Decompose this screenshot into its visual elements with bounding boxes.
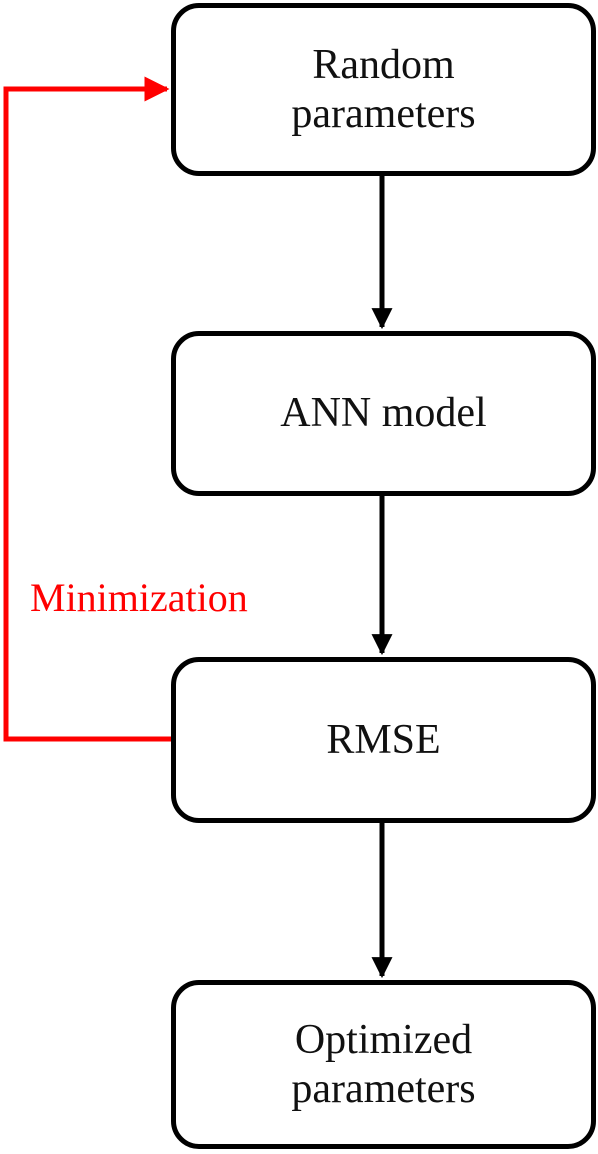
ann-model-box: ANN model [171, 331, 596, 496]
random-parameters-line-1: Random [312, 42, 455, 89]
minimization-feedback-loop [3, 76, 171, 742]
optimized-parameters-line-2: parameters [291, 1065, 476, 1112]
ann-model-label: ANN model [280, 390, 487, 437]
rmse-label: RMSE [326, 716, 441, 763]
minimization-label: Minimization [30, 575, 248, 620]
random-parameters-line-2: parameters [291, 90, 476, 137]
optimized-parameters-box: Optimized parameters [171, 980, 596, 1149]
rmse-box: RMSE [171, 657, 596, 823]
optimized-parameters-line-1: Optimized [294, 1017, 473, 1064]
random-parameters-box: Random parameters [171, 3, 596, 176]
